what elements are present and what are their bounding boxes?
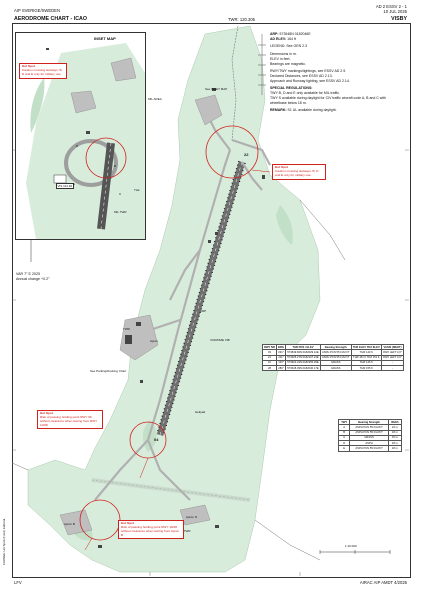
rwy-note-1: RWY/TWY markings/lightings, see ESSV AD … (270, 69, 347, 74)
hotspot-note-1: Hot Spot Caution crossing taxiways. B, D… (272, 164, 326, 180)
hotspot-1-title: Hot Spot (275, 165, 288, 169)
aerodrome-map (12, 25, 409, 576)
effective-date: 10 JUL 2025 (383, 9, 407, 14)
change-note: CHANGE: Hot Spots (Inset). Editorial. (2, 518, 6, 565)
special-1: TWY B, D and E only available for MIL tr… (270, 91, 340, 96)
label-see-inset: See INSET MAP (205, 87, 228, 91)
hotspot-3-text: Risk of passing holding point RWY 10/28 … (121, 524, 180, 537)
inset-hotspot-text: Caution crossing taxiways. B, D and E on… (22, 67, 63, 76)
label-mil-twr: MIL TWR (178, 529, 191, 533)
runway-table: RWY NR BRG THR POS / ELEV Bearing Streng… (262, 343, 405, 372)
inset-map: INSET MAP Hot Spot Caution crossing taxi… (15, 32, 146, 240)
rwy-cell: GRASS (319, 365, 352, 372)
label-rwy-04: 04 (154, 437, 159, 442)
arp-value: 573948N 0182046E (279, 32, 311, 36)
label-mil-area: MIL AREA (148, 97, 162, 101)
scale-bar (319, 550, 391, 554)
twr-frequency: TWR: 120.305 (228, 17, 255, 22)
hotspot-note-2: Hot Spot Risk of passing holding point R… (37, 410, 103, 430)
inset-twy-c: C (119, 192, 122, 196)
taxiway-table: TWY Bearing Strength Width A ASPH PCN 55… (337, 418, 403, 452)
info-panel: ARP: 573948N 0182046E AD ELEV: 164 ft LE… (270, 32, 398, 152)
apron-b (59, 509, 93, 536)
map-frame (12, 23, 411, 578)
twy-cell: E (337, 445, 351, 452)
rwy-cell: 280° (275, 365, 287, 372)
remark-label: REMARK: (270, 108, 287, 113)
hotspot-2-text: Risk of passing holding point RWY 09 wit… (40, 414, 98, 427)
location-name: VISBY (391, 16, 407, 22)
inset-twy-b: B (114, 164, 117, 168)
rwy-note-3: Approach and Runway lighting, see ESSV A… (270, 78, 350, 83)
elev-label: AD ELEV: (270, 36, 287, 41)
label-helipad: Helipad (195, 410, 206, 414)
special-2: TWY S available during daylight for CIV … (270, 95, 387, 105)
footer-amendment: AIRAC AIP AMDT 4/2025 (359, 580, 407, 585)
twy-cell: 18 m (387, 445, 403, 452)
footer-publisher: LFV (14, 580, 22, 585)
inset-mil-twr: MIL TWR (114, 210, 127, 214)
mil-apron (194, 94, 223, 126)
table-row: 03 031° 573849.84N 0182029.12E ASPH PCN … (262, 349, 405, 356)
rwy-cell: 573918.39N 0182040.17E (285, 365, 321, 372)
remark-value: S1 UL available during daylight. (287, 108, 337, 113)
terminal-building (125, 335, 132, 344)
hotspot-1-text: Caution crossing taxiways. B, D and E on… (275, 168, 319, 177)
table-row: E ASPH PCN 55 F/A/X/T 18 m (337, 445, 403, 452)
elev-note: ELEV in feet. (270, 56, 291, 61)
chart-title: AERODROME CHART - ICAO (14, 16, 87, 22)
elev-value: 164 ft (287, 36, 296, 41)
label-var: VAR 7° E 2025 (16, 272, 40, 276)
arp-label: ARP: (270, 32, 279, 36)
page-ref: AD 2 ESSV 2 - 1 (375, 4, 407, 9)
rwy-note-2: Declared Distances, see ESSV AD 2.13. (270, 74, 333, 79)
rwy-cell: THR 155 ft (350, 365, 382, 372)
approach-lights-22 (258, 34, 266, 95)
inset-hotspot-title: Hot Spot (22, 64, 35, 68)
dims-note: Dimensions in m. (270, 52, 297, 57)
label-apron-n: Apron N (186, 515, 198, 519)
inset-tle: TLE (134, 188, 140, 192)
hotspot-3-title: Hot Spot (121, 521, 134, 525)
rwy-cell: - (380, 365, 405, 372)
label-rwy-22: 22 (244, 152, 249, 157)
label-see-parking: See Parking/Docking Chart (90, 369, 127, 373)
hotspot-note-3: Hot Spot Risk of passing holding point R… (118, 520, 184, 540)
inset-twy-d: D (76, 144, 79, 148)
label-var-change: Annual change +0.2° (16, 277, 50, 281)
label-apron-b: Apron B (64, 522, 75, 526)
rwy-cell: 28 (262, 365, 277, 372)
inset-twy-e: E (73, 182, 76, 186)
twy-cell: ASPH PCN 55 F/A/X/T (349, 445, 389, 452)
inset-hotspot-note: Hot Spot Caution crossing taxiways. B, D… (19, 63, 67, 79)
inset-title: INSET MAP (94, 36, 116, 41)
hotspot-circle-1 (205, 125, 259, 179)
main-apron (119, 314, 159, 361)
label-twr: TWR (123, 327, 130, 331)
airport-land-area (27, 25, 321, 573)
aip-country: AIP SVERIGE/SWEDEN (14, 8, 60, 13)
label-arp: ARP (200, 309, 207, 313)
special-title: SPECIAL REGULATIONS: (270, 86, 313, 91)
scale-label: 1:10 000 (345, 544, 357, 548)
hotspot-2-title: Hot Spot (40, 411, 53, 415)
label-apron: Apron (150, 339, 159, 343)
label-vor-dme: VOR/DME VIB (210, 338, 230, 342)
inset-vor-label: VIS 113.30 (56, 183, 74, 189)
bearings-note: Bearings are magnetic. (270, 61, 306, 66)
legend-note: LEGEND: See GEN 2.3 (270, 44, 307, 49)
runway-03-21 (156, 160, 246, 437)
table-row: 28 280° 573918.39N 0182040.17E GRASS THR… (262, 365, 405, 372)
